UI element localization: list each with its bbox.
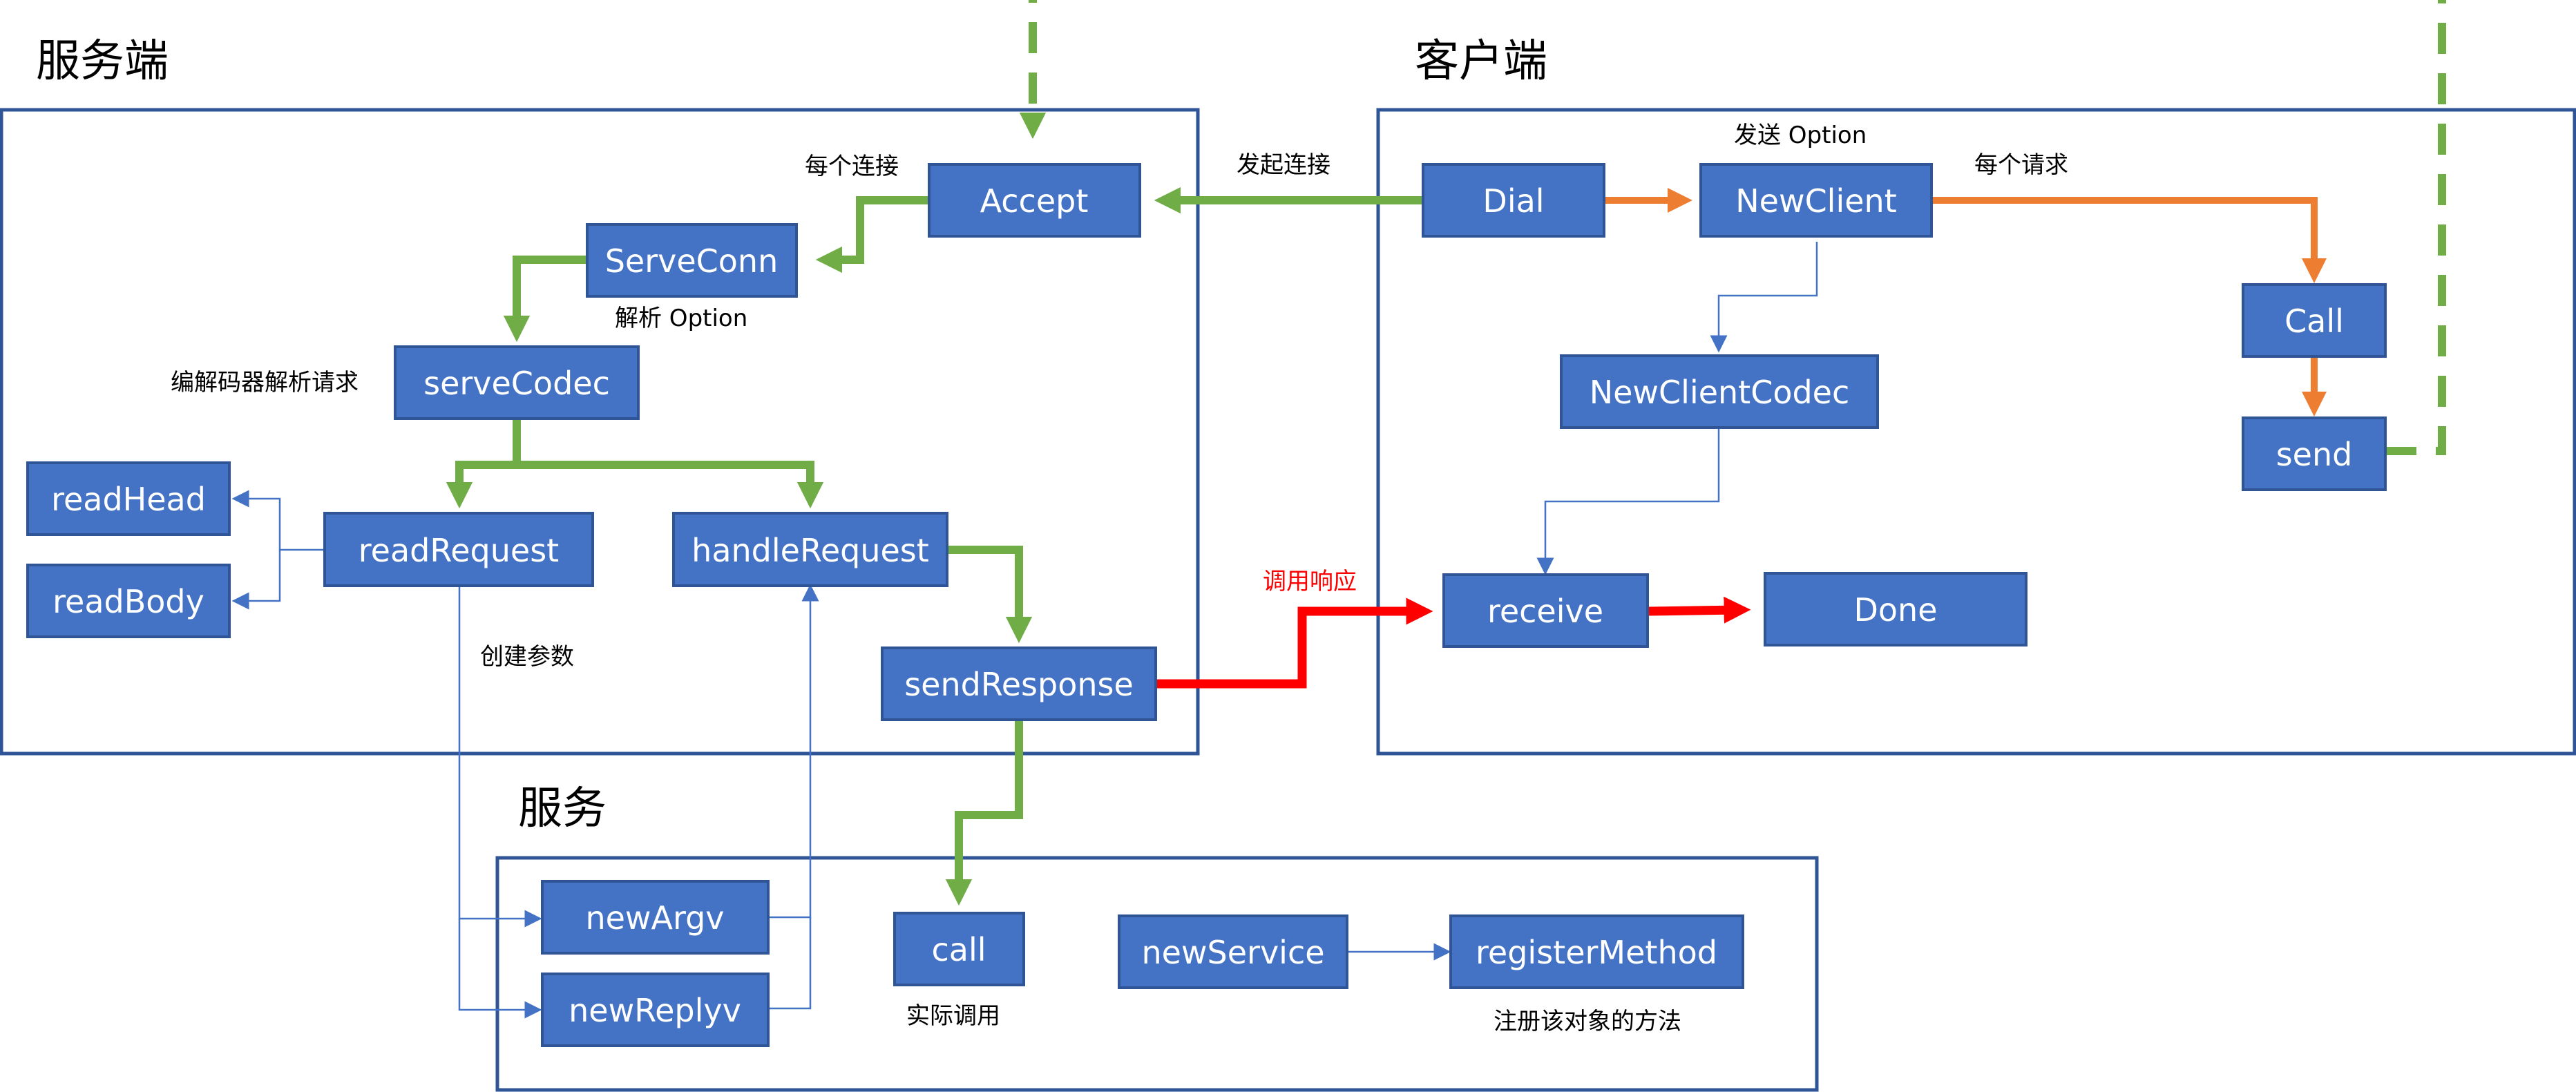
node-newservice-label: newService [1141,934,1324,971]
node-receive: receive [1442,573,1649,648]
node-newargv: newArgv [541,880,770,955]
label-send-option: 发送 Option [1734,122,1867,149]
label-per-request: 每个请求 [1974,151,2068,179]
node-newclientcodec-label: NewClientCodec [1590,374,1850,411]
edge-newargv-to-handlerequest [768,584,819,919]
node-call-service-label: call [931,931,986,968]
node-handlerequest-label: handleRequest [691,532,929,569]
node-newclient: NewClient [1699,163,1933,238]
node-sendresponse-label: sendResponse [904,666,1134,703]
label-per-connection: 每个连接 [805,153,899,180]
node-newreplyv: newReplyv [541,973,770,1047]
node-registermethod: registerMethod [1449,914,1744,989]
label-actual-call: 实际调用 [906,1002,1000,1030]
edge-sendresponse-to-call [945,720,1023,906]
node-sendresponse: sendResponse [881,646,1157,721]
node-newargv-label: newArgv [585,899,724,937]
edge-servecodec-to-handlerequest [517,461,824,509]
edge-handlerequest-to-sendresponse [948,546,1033,644]
edge-newclient-to-newclientcodec [1710,242,1818,353]
service-group-box [495,856,1819,1092]
node-readbody: readBody [26,564,231,638]
node-receive-label: receive [1487,593,1603,630]
node-call-client-label: Call [2284,303,2344,340]
edge-readrequest-to-newreplyv [458,919,542,1019]
label-call-response: 调用响应 [1263,568,1357,595]
server-group-box [0,108,1200,756]
node-newservice: newService [1118,914,1348,989]
node-readhead: readHead [26,461,231,536]
node-newclientcodec: NewClientCodec [1560,354,1879,429]
node-readhead-label: readHead [51,481,206,518]
edge-newreplyv-to-handlerequest [768,917,812,1010]
node-dial-label: Dial [1482,182,1544,220]
node-done: Done [1764,572,2028,646]
label-initiate-connection: 发起连接 [1237,151,1330,179]
node-newclient-label: NewClient [1735,182,1897,220]
server-title: 服务端 [36,36,169,87]
node-dial: Dial [1422,163,1605,238]
edge-receive-to-done [1648,596,1751,624]
label-parse-option: 解析 Option [615,305,747,332]
node-serveconn-label: ServeConn [605,242,779,280]
node-registermethod-label: registerMethod [1476,934,1717,971]
service-title: 服务 [518,783,607,834]
edge-send-to-accept-dashed [1019,0,2446,455]
label-register-methods: 注册该对象的方法 [1494,1008,1681,1035]
node-readrequest: readRequest [323,512,594,587]
client-group-box [1376,108,2576,756]
node-newreplyv-label: newReplyv [569,992,741,1029]
node-servecodec: serveCodec [394,345,640,420]
node-handlerequest: handleRequest [672,512,948,587]
edge-newclient-to-call [1933,197,2327,283]
node-call-service: call [893,912,1025,986]
node-send: send [2242,416,2387,491]
node-readbody-label: readBody [53,583,204,620]
client-title: 客户端 [1415,36,1547,87]
edge-newclientcodec-to-receive [1536,428,1720,575]
node-serveconn: ServeConn [586,223,798,298]
node-call-client: Call [2242,283,2387,358]
edge-readrequest-to-readhead [231,490,325,551]
node-accept: Accept [928,163,1141,238]
edge-readrequest-to-readbody [231,550,281,610]
edge-accept-to-serveconn [815,196,929,274]
edge-servecodec-to-readrequest [446,420,521,509]
node-send-label: send [2276,436,2353,473]
edge-sendresponse-to-receive [1157,597,1433,689]
node-readrequest-label: readRequest [359,532,559,569]
label-codec-parse-request: 编解码器解析请求 [171,369,359,396]
label-create-args: 创建参数 [480,643,574,671]
edge-serveconn-to-servecodec [503,256,587,343]
node-servecodec-label: serveCodec [423,365,610,402]
node-accept-label: Accept [980,182,1089,220]
node-done-label: Done [1853,591,1937,629]
